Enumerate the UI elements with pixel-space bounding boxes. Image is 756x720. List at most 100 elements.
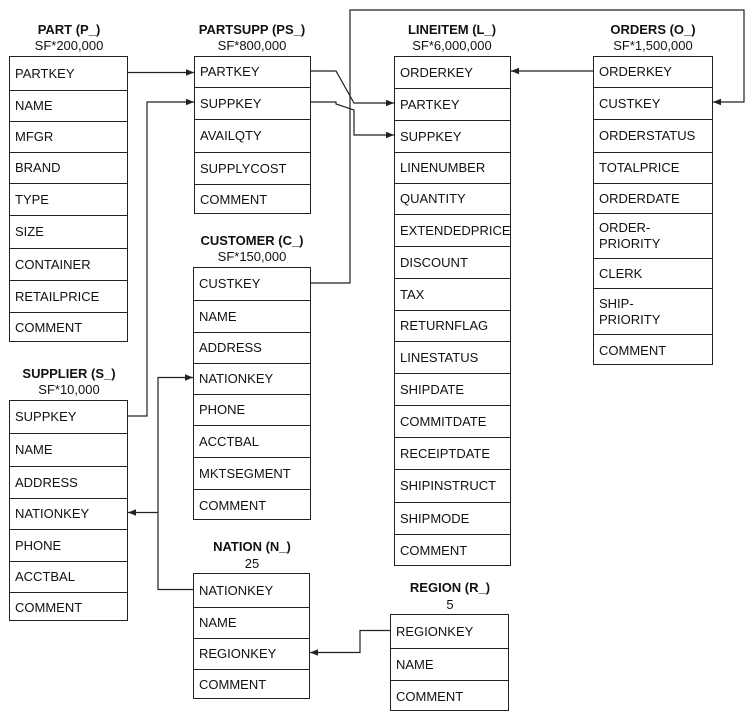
region-column-name: NAME [391,648,508,680]
customer-column-nationkey: NATIONKEY [194,363,310,394]
supplier-column-label: NAME [15,442,53,457]
part-column-label: CONTAINER [15,256,91,272]
lineitem-table: ORDERKEY PARTKEY SUPPKEY LINENUMBER QUANTITY… [394,56,511,566]
orders-column-label: TOTALPRICE [599,160,680,175]
part-column-label: BRAND [15,160,61,175]
orders-column-label: CUSTKEY [599,95,661,111]
part-column-size: SIZE [10,215,127,248]
part-column-label: NAME [15,98,53,113]
lineitem-column-returnflag: RETURNFLAG [395,310,510,341]
supplier-to-partsupp-line [128,98,194,417]
orders-column-label: ORDERKEY [599,64,672,79]
customer-column-mktsegment: MKTSEGMENT [194,457,310,489]
supplier-column-name: NAME [10,433,127,466]
lineitem-column-label: COMMENT [400,543,468,558]
lineitem-column-label: SHIPDATE [400,381,465,397]
lineitem-column-suppkey: SUPPKEY [395,120,510,152]
customer-column-label: ADDRESS [199,340,262,355]
nation-table-scale: 25 [244,556,260,571]
partsupp-column-availqty: AVAILQTY [195,119,310,152]
supplier-column-label: PHONE [15,537,62,553]
lineitem-table-title: LINEITEM (L_) [407,22,497,37]
customer-column-label: COMMENT [199,497,267,513]
lineitem-column-partkey: PARTKEY [395,88,510,120]
lineitem-column-label: LINENUMBER [400,160,486,175]
partsupp-column-label: SUPPLYCOST [200,160,287,176]
lineitem-column-orderkey: ORDERKEY [395,57,510,88]
customer-column-label: MKTSEGMENT [199,465,291,481]
region-to-nation-line [310,629,390,656]
lineitem-column-quantity: QUANTITY [395,183,510,214]
customer-table-title: CUSTOMER (C_) [200,233,304,248]
orders-table-scale: SF*1,500,000 [613,38,693,53]
partsupp-column-label: PARTKEY [200,64,260,79]
supplier-column-label: ACCTBAL [15,569,75,584]
part-column-label: RETAILPRICE [15,288,100,304]
partsupp-table-scale: SF*800,000 [217,38,287,53]
region-table-scale: 5 [446,597,454,612]
lineitem-column-label: COMMITDATE [400,413,487,429]
supplier-table-scale: SF*10,000 [38,382,100,397]
partsupp-column-suppkey: SUPPKEY [195,87,310,119]
partsupp-column-label: COMMENT [200,192,268,207]
part-column-container: CONTAINER [10,248,127,280]
nation-column-name: NAME [194,607,309,638]
lineitem-column-commitdate: COMMITDATE [395,405,510,437]
partsupp-table: PARTKEY SUPPKEY AVAILQTY SUPPLYCOST COMMENT [194,56,311,214]
part-table-title: PART (P_) [37,22,101,37]
supplier-column-label: ADDRESS [15,474,78,490]
lineitem-column-label: LINESTATUS [400,349,479,365]
orders-column-label: ORDER- PRIORITY [599,220,661,251]
orders-table-title: ORDERS (O_) [610,22,696,37]
supplier-column-label: SUPPKEY [15,409,77,424]
lineitem-table-scale: SF*6,000,000 [412,38,492,53]
part-column-brand: BRAND [10,152,127,183]
orders-table: ORDERKEY CUSTKEY ORDERSTATUS TOTALPRICE ORDE… [593,56,713,365]
orders-column-totalprice: TOTALPRICE [594,152,712,183]
part-column-comment: COMMENT [10,312,127,343]
supplier-column-address: ADDRESS [10,466,127,498]
lineitem-column-comment: COMMENT [395,534,510,567]
customer-table-scale: SF*150,000 [217,249,287,264]
orders-column-label: ORDERDATE [599,190,680,206]
part-column-label: COMMENT [15,320,83,335]
lineitem-column-label: PARTKEY [400,96,460,112]
customer-column-name: NAME [194,300,310,332]
nation-to-customer-line [157,374,193,513]
lineitem-column-linenumber: LINENUMBER [395,152,510,183]
part-column-label: PARTKEY [15,65,75,81]
nation-column-label: REGIONKEY [199,646,277,661]
customer-column-address: ADDRESS [194,332,310,363]
customer-column-acctbal: ACCTBAL [194,425,310,457]
nation-column-comment: COMMENT [194,669,309,700]
lineitem-column-discount: DISCOUNT [395,246,510,278]
lineitem-column-tax: TAX [395,278,510,310]
customer-column-label: PHONE [199,402,246,417]
lineitem-column-label: RECEIPTDATE [400,445,491,461]
region-column-comment: COMMENT [391,680,508,712]
partsupp-column-label: AVAILQTY [200,128,262,143]
part-table-scale: SF*200,000 [34,38,104,53]
region-column-label: NAME [396,656,434,672]
part-column-type: TYPE [10,183,127,215]
nation-table-title: NATION (N_) [213,539,291,554]
supplier-column-label: NATIONKEY [15,506,90,521]
orders-column-label: CLERK [599,265,643,281]
lineitem-column-shipdate: SHIPDATE [395,373,510,405]
orders-column-orderstatus: ORDERSTATUS [594,119,712,152]
partsupp-column-comment: COMMENT [195,184,310,215]
lineitem-column-shipinstruct: SHIPINSTRUCT [395,469,510,502]
lineitem-column-extendedprice: EXTENDEDPRICE [395,214,511,246]
partsupp-column-partkey: PARTKEY [195,57,310,87]
part-column-label: SIZE [15,224,44,239]
orders-column-ship-priority: SHIP- PRIORITY [594,288,712,334]
partsupp-suppkey-to-lineitem-line [311,101,394,139]
nation-to-supplier-line [128,509,193,591]
orders-column-clerk: CLERK [594,258,712,288]
orders-column-comment: COMMENT [594,334,712,366]
